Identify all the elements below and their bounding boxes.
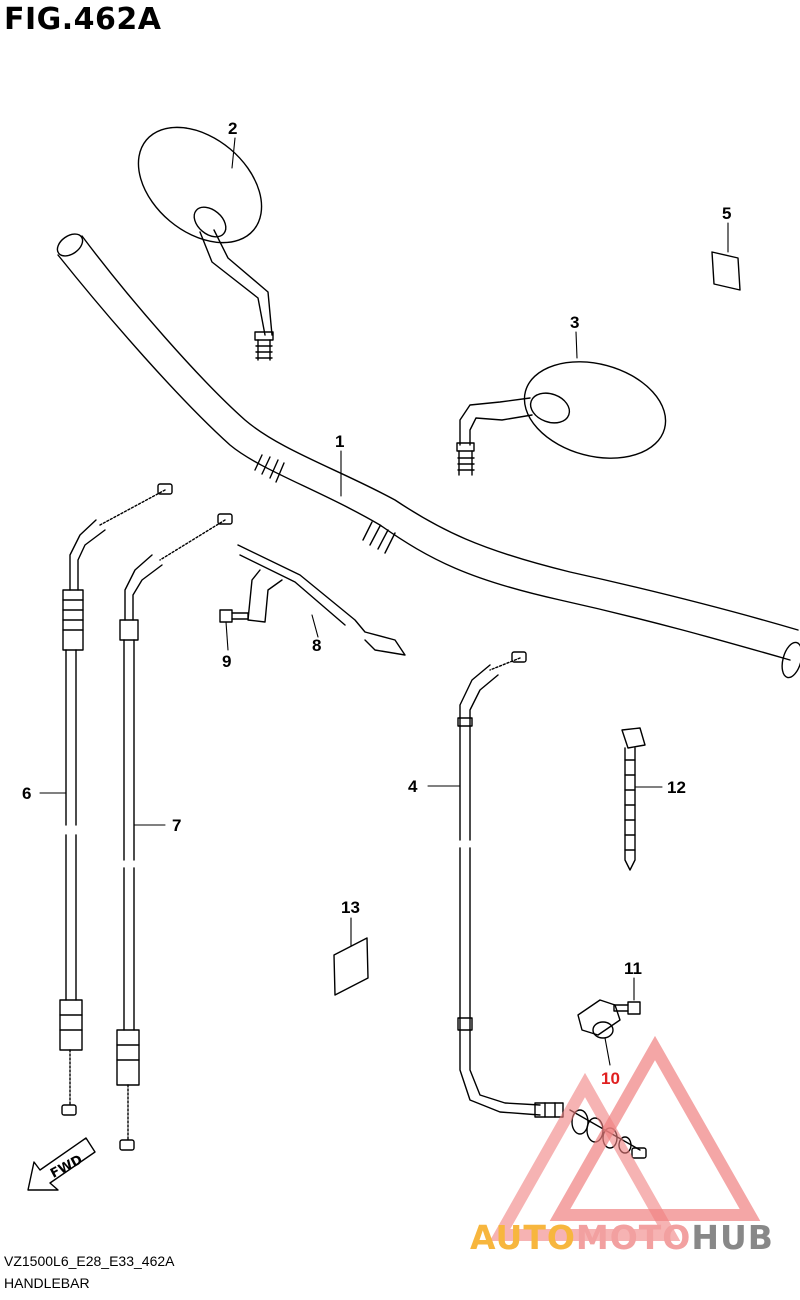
- cable-tie-part-12[interactable]: [621, 727, 646, 871]
- watermark-hub: HUB: [691, 1218, 774, 1257]
- handlebar-part-1[interactable]: [53, 230, 800, 680]
- throttle-cable-part-7[interactable]: [116, 513, 233, 1151]
- label-part-5[interactable]: [711, 251, 741, 291]
- bolt-part-11[interactable]: [613, 1001, 641, 1015]
- watermark-text: AUTOMOTOHUB: [470, 1218, 774, 1257]
- callout-8: 8: [312, 636, 321, 655]
- callout-1: 1: [335, 432, 344, 451]
- throttle-cable-part-6[interactable]: [59, 483, 173, 1116]
- clutch-cable-part-4[interactable]: [457, 651, 647, 1159]
- watermark-auto: AUTO: [470, 1218, 576, 1257]
- callout-2: 2: [228, 119, 237, 138]
- mirror-left-part-2[interactable]: [116, 104, 284, 361]
- mirror-right-part-3[interactable]: [456, 347, 676, 476]
- leader-lines: [39, 137, 729, 1066]
- callout-7: 7: [172, 816, 181, 835]
- callout-9: 9: [222, 652, 231, 671]
- figure-title: FIG.462A: [4, 2, 162, 37]
- callout-5: 5: [722, 204, 731, 223]
- watermark-triangle-icon: [489, 1035, 761, 1241]
- callout-12: 12: [667, 778, 686, 797]
- callout-4: 4: [408, 777, 418, 796]
- callout-3: 3: [570, 313, 579, 332]
- bolt-part-9[interactable]: [219, 609, 249, 623]
- watermark-moto: MOTO: [575, 1218, 692, 1257]
- fwd-arrow-icon: [27, 1137, 96, 1191]
- bracket-part-8[interactable]: [237, 544, 406, 656]
- fwd-label: FWD: [48, 1152, 85, 1181]
- callout-6: 6: [22, 784, 31, 803]
- sheet-part-13[interactable]: [333, 937, 369, 996]
- figure-caption: HANDLEBAR: [4, 1275, 90, 1291]
- callout-11: 11: [624, 959, 642, 978]
- callout-10: 10: [601, 1069, 620, 1088]
- callout-13: 13: [341, 898, 360, 917]
- model-code: VZ1500L6_E28_E33_462A: [4, 1253, 175, 1269]
- clamp-part-10[interactable]: [577, 999, 621, 1039]
